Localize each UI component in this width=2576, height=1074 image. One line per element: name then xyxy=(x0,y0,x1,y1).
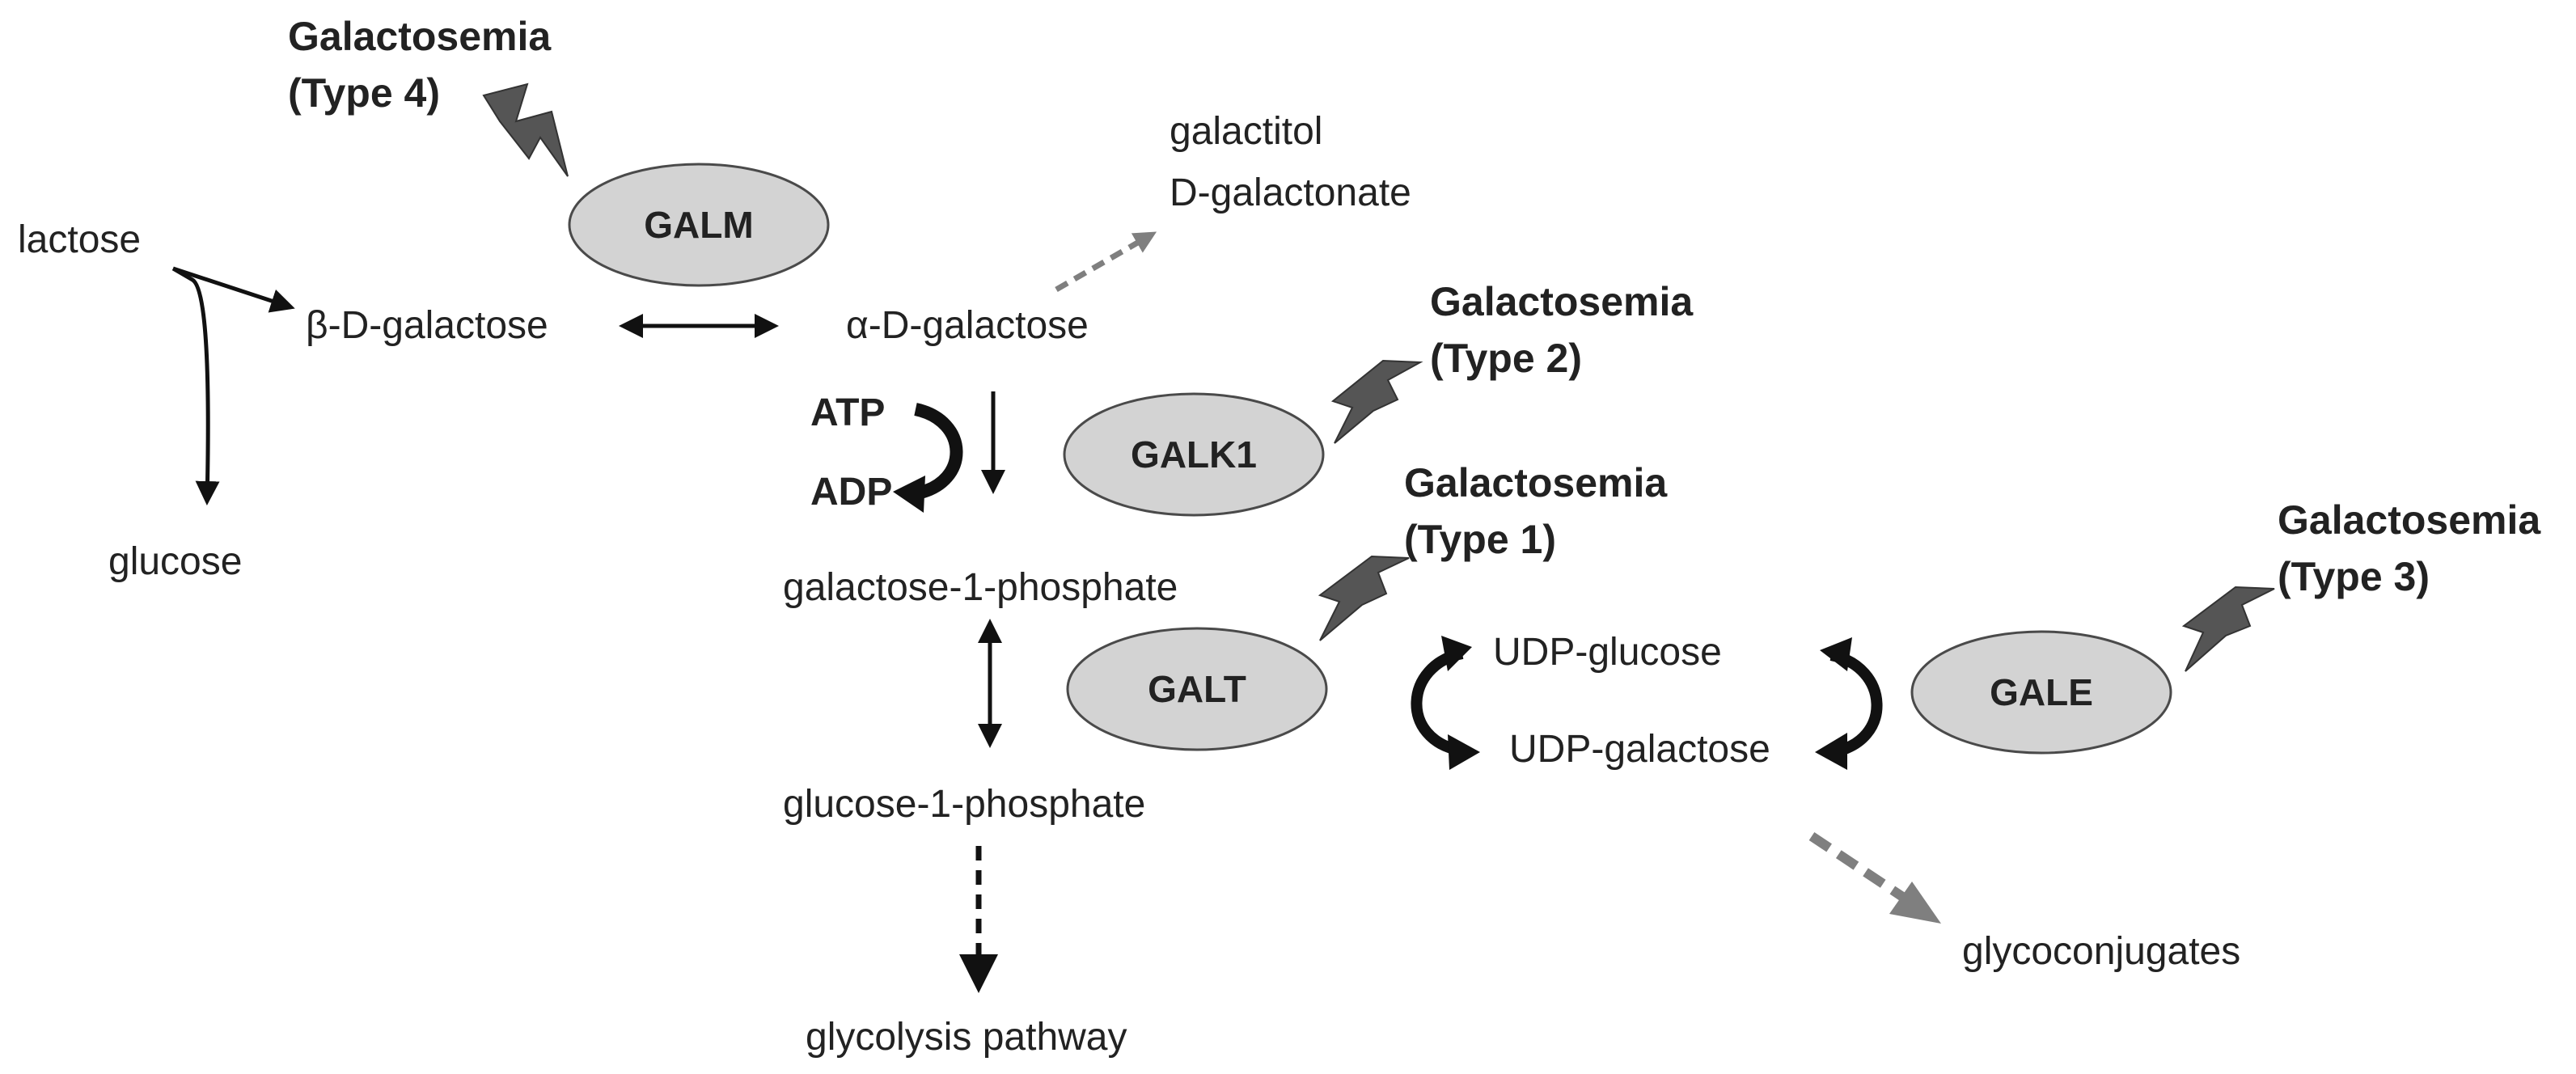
metabolite-udp-galactose: UDP-galactose xyxy=(1509,728,1770,771)
disease-label-type1: Galactosemia (Type 1) xyxy=(1404,460,1668,562)
enzyme-galk1-label: GALK1 xyxy=(1131,433,1257,476)
metabolite-beta-d-galactose: β-D-galactose xyxy=(306,304,548,347)
enzyme-galk1: GALK1 xyxy=(1063,392,1325,517)
disease-type4-line1: Galactosemia xyxy=(288,14,552,59)
enzyme-galm: GALM xyxy=(568,163,830,287)
lightning-bolt-icon xyxy=(2181,586,2275,672)
disease-type1-line1: Galactosemia xyxy=(1404,460,1668,505)
disease-type1-line2: (Type 1) xyxy=(1404,517,1556,562)
lightning-bolt-icon xyxy=(482,82,569,177)
lightning-bolt-icon xyxy=(1330,359,1423,444)
enzyme-galm-label: GALM xyxy=(644,204,753,246)
metabolite-glucose: glucose xyxy=(108,540,242,583)
arrow-to-glycolysis xyxy=(959,846,998,993)
metabolite-glycoconjugates: glycoconjugates xyxy=(1962,930,2240,973)
disease-label-type3: Galactosemia (Type 3) xyxy=(2278,497,2541,599)
metabolite-galactose-1-phosphate: galactose-1-phosphate xyxy=(783,566,1178,609)
metabolite-alpha-d-galactose: α-D-galactose xyxy=(846,304,1089,347)
cofactor-adp: ADP xyxy=(810,471,892,514)
arrow-udp-galt-cycle xyxy=(1411,636,1480,770)
enzyme-galt-label: GALT xyxy=(1148,668,1246,710)
metabolite-glucose-1-phosphate: glucose-1-phosphate xyxy=(783,783,1145,826)
disease-type3-line1: Galactosemia xyxy=(2278,497,2541,543)
arrow-atp-adp xyxy=(893,403,963,513)
enzyme-galt: GALT xyxy=(1066,627,1328,751)
disease-label-type2: Galactosemia (Type 2) xyxy=(1430,279,1694,381)
metabolite-lactose: lactose xyxy=(18,218,141,261)
disease-label-type4: Galactosemia (Type 4) xyxy=(288,14,552,116)
enzyme-gale: GALE xyxy=(1910,630,2172,755)
metabolite-glycolysis-pathway: glycolysis pathway xyxy=(806,1016,1127,1059)
metabolite-galactitol: galactitol xyxy=(1170,110,1322,153)
arrow-udp-gale-cycle xyxy=(1815,637,1883,770)
disease-type4-line2: (Type 4) xyxy=(288,70,440,116)
disease-type2-line1: Galactosemia xyxy=(1430,279,1694,324)
arrow-to-galactitol xyxy=(1055,231,1157,293)
arrow-lactose-split xyxy=(171,266,295,505)
lightning-bolt-icon xyxy=(1318,555,1410,641)
disease-type3-line2: (Type 3) xyxy=(2278,554,2430,599)
disease-type2-line2: (Type 2) xyxy=(1430,336,1582,381)
enzyme-gale-label: GALE xyxy=(1990,671,2093,713)
metabolite-d-galactonate: D-galactonate xyxy=(1170,171,1411,214)
arrow-to-glycoconjugates xyxy=(1808,832,1941,924)
metabolite-udp-glucose: UDP-glucose xyxy=(1493,631,1722,674)
cofactor-atp: ATP xyxy=(810,391,885,434)
